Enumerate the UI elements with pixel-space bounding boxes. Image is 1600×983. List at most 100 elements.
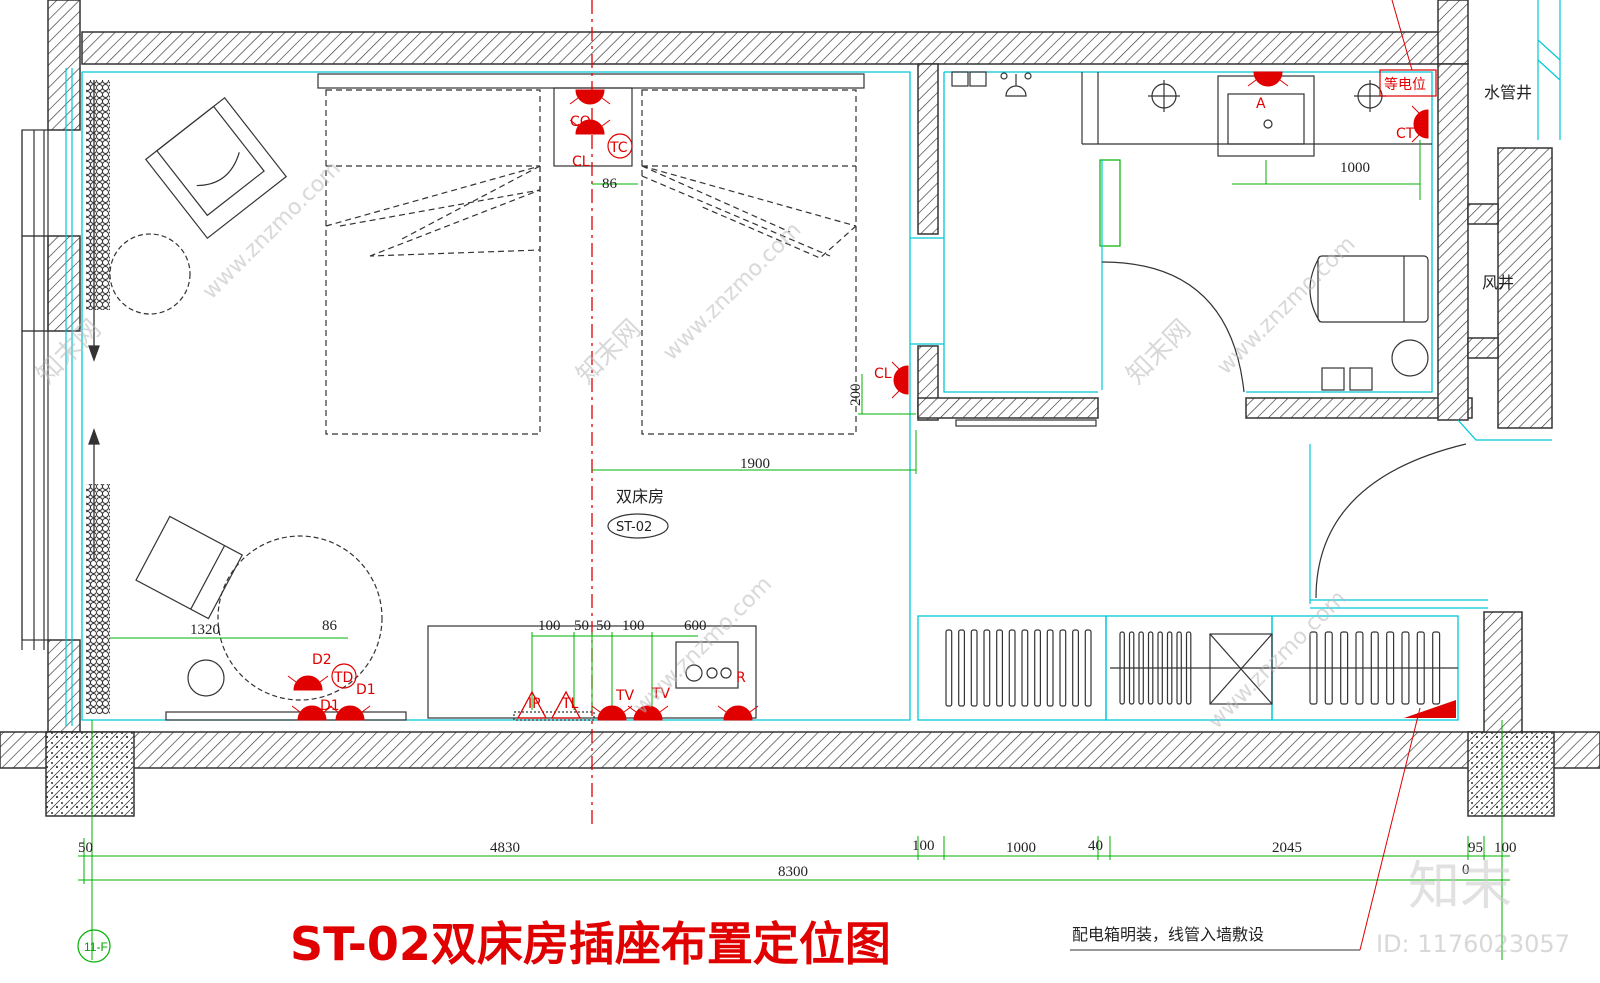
wardrobe-slat [1059, 629, 1067, 707]
socket-rays [627, 705, 669, 713]
wall-bath-bottom-left [917, 397, 1099, 419]
window-left [21, 68, 73, 726]
wall-bottom [0, 731, 1600, 769]
socket-ct-label: CT [1396, 126, 1415, 142]
wall-right-low [1483, 611, 1523, 733]
entry-door-swing [1315, 443, 1467, 599]
shower-head [1005, 85, 1027, 97]
wardrobe-slat [1119, 631, 1125, 705]
socket-icon [335, 705, 365, 721]
socket-rays [329, 705, 371, 713]
socket-symbols [287, 71, 1429, 721]
base-8300: 8300 [778, 864, 808, 880]
wall-right-shaft-top [1467, 203, 1499, 225]
furniture [109, 0, 1561, 721]
wardrobe-slat [1355, 631, 1364, 705]
dimension-lines [78, 140, 1510, 960]
wall-top-right-column [1437, 0, 1469, 65]
wardrobe-slat [1034, 629, 1041, 707]
dim-1900: 1900 [740, 456, 770, 472]
column-right [1467, 731, 1555, 817]
watermark-site-3: www.znzmo.com [1212, 232, 1360, 380]
socket-d2-label: D2 [312, 652, 332, 668]
wardrobe-slat [1084, 629, 1092, 707]
socket-rays [1247, 79, 1289, 87]
base-4830: 4830 [490, 840, 520, 856]
dim-100a: 100 [538, 618, 561, 634]
armchair-top [144, 96, 288, 240]
socket-tv2-label: TV [651, 686, 671, 702]
axis-bubble [77, 929, 111, 963]
socket-icon [293, 675, 323, 691]
wardrobe-slat [1370, 631, 1379, 705]
base-100b: 100 [1494, 840, 1517, 856]
watermark: 知末 ID: 1176023057 www.znzmo.com www.znzm… [31, 156, 1570, 958]
nightstand [553, 87, 633, 167]
base-0: 0 [1462, 862, 1470, 878]
bar-box [675, 641, 739, 689]
socket-icon [1413, 109, 1429, 139]
dim-86-low: 86 [322, 618, 338, 634]
wardrobe-slat [1021, 629, 1029, 707]
toilet-tank [1317, 255, 1429, 323]
watermark-cn-3: 知末网 [1121, 314, 1197, 390]
socket-icon [597, 705, 627, 721]
socket-rays [1411, 105, 1421, 143]
shower-niche [951, 71, 969, 87]
round-table [217, 535, 383, 701]
wall-bath-left [917, 63, 939, 235]
wardrobe-slat [1147, 631, 1154, 705]
wardrobe-slat [1416, 631, 1425, 705]
wardrobe-slat [1324, 631, 1333, 705]
base-50: 50 [78, 840, 93, 856]
socket-rays [569, 97, 611, 105]
socket-icon [893, 365, 909, 395]
wardrobe-slat [970, 629, 978, 707]
bed-right [641, 89, 857, 435]
data-outlet-icon [516, 690, 548, 719]
socket-co-label: CO [570, 114, 591, 130]
stool [187, 659, 225, 697]
wardrobe-slat [1185, 631, 1192, 705]
dim-86-top: 86 [602, 176, 618, 192]
wall-right-shaft-mid [1467, 337, 1499, 359]
column-left [45, 731, 135, 817]
wardrobe-slat [1166, 631, 1173, 705]
curtain-top [86, 80, 110, 310]
socket-tv1-label: TV [615, 688, 635, 704]
lounge-chair [135, 515, 244, 620]
axis-label: 11-F [84, 940, 108, 954]
wall-right-outer [1497, 147, 1553, 429]
wall-right-shaft [1437, 63, 1469, 421]
toilet-bowl [1309, 255, 1321, 323]
wardrobe-slat [1046, 629, 1054, 707]
wardrobe-slat [1176, 631, 1182, 705]
equipotential-label: 等电位 [1384, 76, 1426, 93]
room-code: ST-02 [616, 520, 652, 535]
socket-cl-side-label: CL [874, 366, 892, 382]
drawing-title: ST-02双床房插座布置定位图 [290, 917, 891, 971]
vent-shaft-label: 风井 [1482, 273, 1514, 292]
dim-50a: 50 [574, 618, 589, 634]
socket-rays [569, 119, 611, 127]
socket-rays [717, 705, 759, 713]
wall-left-pier [47, 235, 81, 332]
room-code-bubble [607, 513, 669, 539]
curtain-bottom [86, 484, 110, 714]
wardrobe-slat [1386, 631, 1395, 705]
dim-1320: 1320 [190, 622, 220, 638]
headboard [317, 73, 865, 89]
wardrobe-slat [1138, 631, 1144, 705]
wall-top [81, 31, 1445, 65]
wardrobe-slat [958, 629, 966, 707]
watermark-id: ID: 1176023057 [1376, 930, 1570, 958]
watermark-brand: 知末 [1408, 857, 1512, 917]
base-1000: 1000 [1006, 840, 1036, 856]
dim-200: 200 [848, 384, 864, 407]
wardrobe-slat [1401, 631, 1410, 705]
wardrobe-slat [1340, 631, 1349, 705]
curtain-arrows [88, 80, 100, 560]
base-2045: 2045 [1272, 840, 1302, 856]
dim-600: 600 [684, 618, 707, 634]
